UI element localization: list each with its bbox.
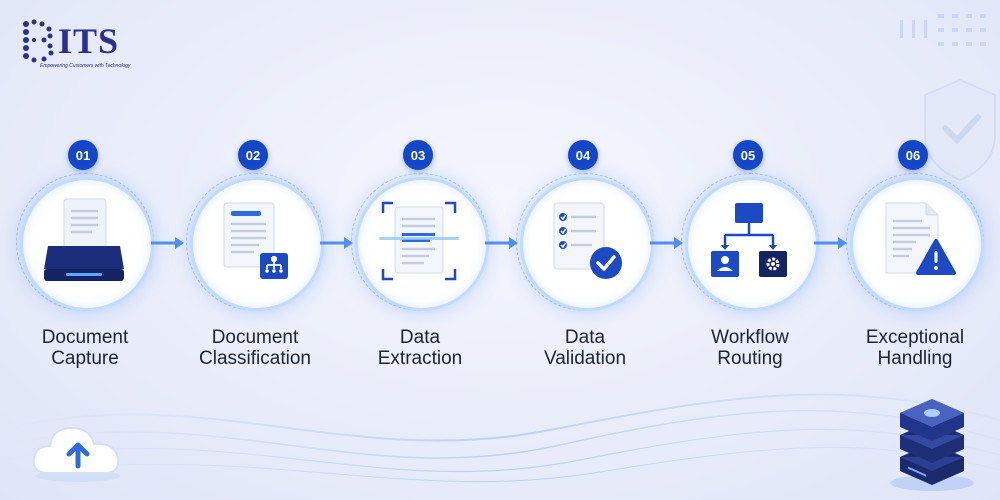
step-data-extraction: 03 Data Extraction xyxy=(345,140,495,380)
step-number-badge: 01 xyxy=(68,140,98,170)
step-document-capture: 01 Document Capture xyxy=(10,140,160,380)
flow-arrow-icon xyxy=(650,237,683,249)
cloud-upload-icon xyxy=(32,426,120,482)
step-number-badge: 05 xyxy=(733,140,763,170)
step-circle xyxy=(685,177,819,311)
step-number-badge: 06 xyxy=(898,140,928,170)
step-document-classification: 02 Document Classification xyxy=(180,140,330,380)
step-circle xyxy=(850,177,984,311)
company-logo: ITS Empowering Customers with Technology xyxy=(18,14,148,74)
step-workflow-routing: 05 Workflow Routing xyxy=(675,140,825,380)
document-scan-icon xyxy=(379,201,459,281)
step-label: Data Extraction xyxy=(377,327,463,369)
step-data-validation: 04 Data Validation xyxy=(510,140,660,380)
flow-arrow-icon xyxy=(814,237,847,249)
document-hierarchy-icon xyxy=(223,202,288,279)
step-exceptional-handling: 06 Exceptional Handling xyxy=(840,140,990,380)
step-label: Exceptional Handling xyxy=(865,327,965,369)
server-stack-icon xyxy=(890,399,974,491)
document-scanner-icon xyxy=(44,198,124,281)
step-number-badge: 02 xyxy=(238,140,268,170)
step-number-badge: 04 xyxy=(568,140,598,170)
logo-tagline: Empowering Customers with Technology xyxy=(40,63,131,69)
step-circle xyxy=(190,177,324,311)
checklist-check-icon xyxy=(553,202,622,279)
step-label: Workflow Routing xyxy=(711,327,789,369)
logo-mark-icon xyxy=(23,19,54,63)
flow-arrow-icon xyxy=(320,237,353,249)
flow-arrow-icon xyxy=(485,237,518,249)
step-label: Data Validation xyxy=(543,327,627,369)
logo-text: ITS xyxy=(58,21,120,61)
workflow-routing-icon xyxy=(711,203,787,277)
step-number-badge: 03 xyxy=(403,140,433,170)
flow-arrow-icon xyxy=(151,237,184,249)
step-label: Document Capture xyxy=(41,327,129,369)
step-label: Document Classification xyxy=(199,327,311,369)
document-warning-icon xyxy=(885,202,956,275)
